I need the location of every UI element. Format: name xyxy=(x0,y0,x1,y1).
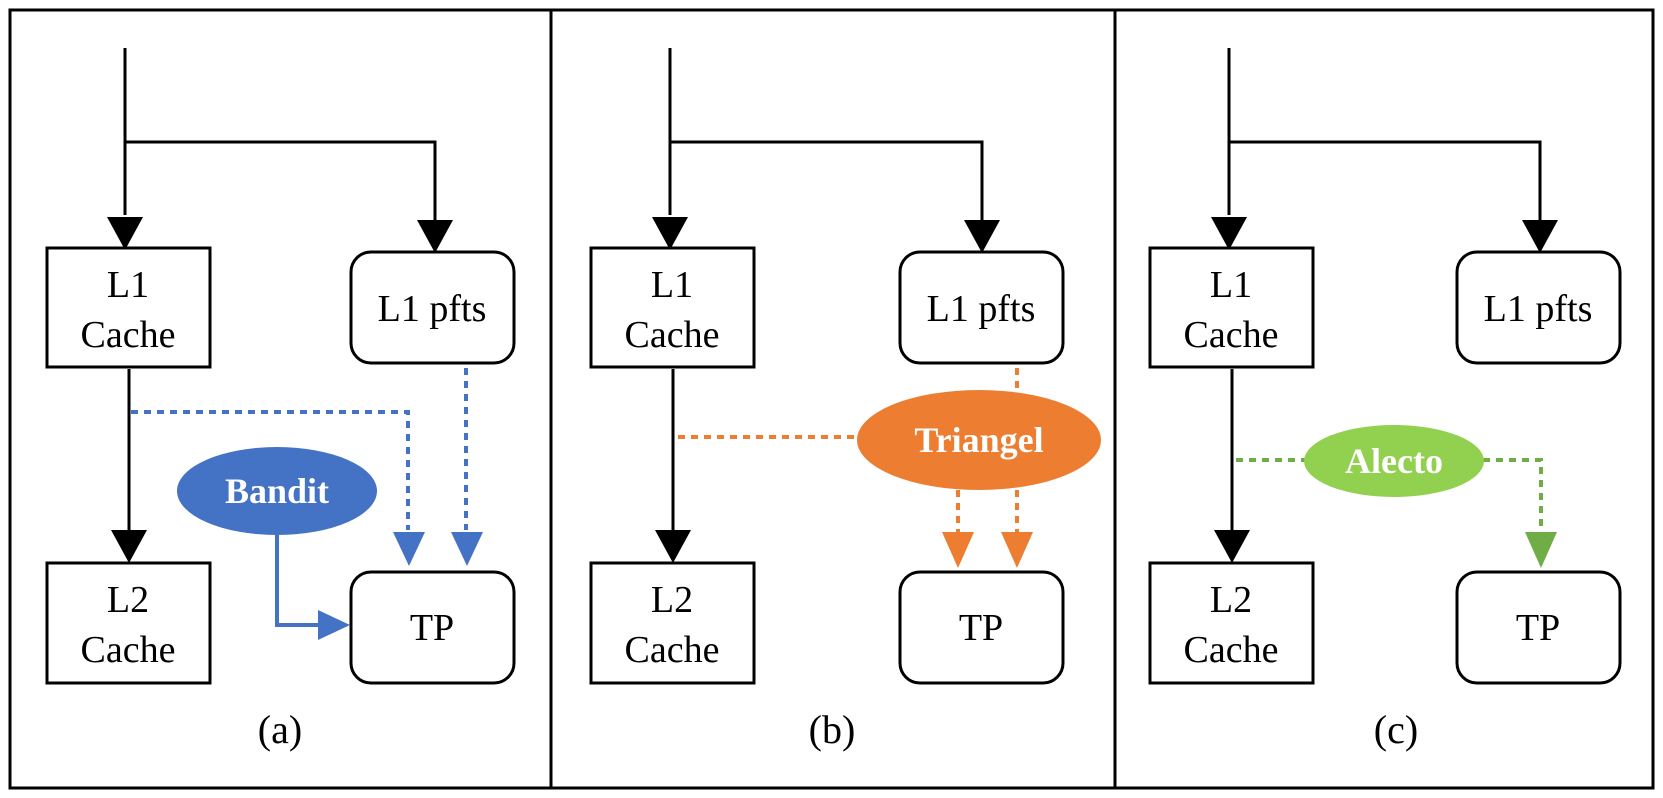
l1-pfts-label: L1 pfts xyxy=(378,288,487,330)
l1-cache-box xyxy=(589,246,756,369)
tp-box xyxy=(1455,570,1622,685)
l1-cache-label-line1: L1 xyxy=(107,264,149,306)
arrowhead-to-l2-cache xyxy=(655,530,691,563)
input-lines xyxy=(123,48,437,220)
tp-label: TP xyxy=(1516,607,1560,649)
tp-label: TP xyxy=(959,607,1003,649)
figure-frame xyxy=(8,8,1655,790)
l2-cache-box xyxy=(1148,561,1315,685)
input-lines xyxy=(1227,48,1542,220)
tp-box xyxy=(349,570,516,685)
alecto-label: Alecto xyxy=(1345,441,1443,481)
l1-cache-label-line2: Cache xyxy=(81,314,176,356)
arrowhead-to-l2-cache xyxy=(111,530,147,563)
tp-box xyxy=(898,570,1065,685)
alecto-dotted-paths xyxy=(1236,458,1543,530)
input-lines xyxy=(668,48,984,220)
arrowhead-to-l1-pfts xyxy=(417,220,453,253)
l1-cache-box xyxy=(45,246,212,369)
panel-c-caption: (c) xyxy=(1374,707,1418,752)
arrowhead-to-l1-cache xyxy=(652,217,688,250)
l2-cache-label-line1: L2 xyxy=(107,579,149,621)
panel-a-caption: (a) xyxy=(258,707,302,752)
bandit-dotted-paths xyxy=(131,368,468,530)
alecto-controller xyxy=(1304,425,1484,497)
bandit-label: Bandit xyxy=(225,471,329,511)
arrowhead-to-l1-pfts xyxy=(964,220,1000,253)
panel-b: L1 Cache L1 pfts L2 Cache TP Triangel (b… xyxy=(589,48,1101,752)
l1-cache-label-line1: L1 xyxy=(651,264,693,306)
l1-cache-label-line2: Cache xyxy=(1184,314,1279,356)
l1-cache-label-line2: Cache xyxy=(625,314,720,356)
triangel-label: Triangel xyxy=(914,420,1043,460)
l1-cache-label-line1: L1 xyxy=(1210,264,1252,306)
arrowhead-to-l1-cache xyxy=(1211,217,1247,250)
arrowhead-to-l1-pfts xyxy=(1522,220,1558,253)
panel-a: L1 Cache L1 pfts L2 Cache TP Bandit (a) xyxy=(45,48,516,752)
l1-pfts-box xyxy=(1455,250,1622,365)
l1-pfts-box xyxy=(349,250,516,365)
bandit-controller xyxy=(177,447,377,535)
l2-cache-label-line1: L2 xyxy=(1210,579,1252,621)
l2-cache-box xyxy=(45,561,212,685)
l1-pfts-label: L1 pfts xyxy=(1484,288,1593,330)
panel-b-caption: (b) xyxy=(809,707,856,752)
bandit-to-tp-line xyxy=(275,535,322,627)
arrowhead-to-l1-cache xyxy=(107,217,143,250)
l2-cache-label-line2: Cache xyxy=(625,629,720,671)
panel-c: L1 Cache L1 pfts L2 Cache TP Alecto (c) xyxy=(1148,48,1622,752)
l1-pfts-box xyxy=(898,250,1065,365)
l1-pfts-label: L1 pfts xyxy=(927,288,1036,330)
l2-cache-label-line1: L2 xyxy=(651,579,693,621)
triangel-dotted-paths xyxy=(678,368,1019,532)
l2-cache-box xyxy=(589,561,756,685)
alecto-arrowhead xyxy=(1525,532,1557,568)
triangel-arrowhead-2 xyxy=(1001,532,1033,568)
triangel-controller xyxy=(857,390,1101,490)
l2-cache-label-line2: Cache xyxy=(1184,629,1279,671)
tp-label: TP xyxy=(410,607,454,649)
triangel-arrowhead-1 xyxy=(942,532,974,568)
bandit-arrowhead-1 xyxy=(393,532,425,566)
l2-cache-label-line2: Cache xyxy=(81,629,176,671)
l1-cache-box xyxy=(1148,246,1315,369)
arrowhead-to-l2-cache xyxy=(1214,530,1250,563)
bandit-arrowhead-2 xyxy=(451,532,483,566)
bandit-to-tp-arrowhead xyxy=(318,610,350,640)
